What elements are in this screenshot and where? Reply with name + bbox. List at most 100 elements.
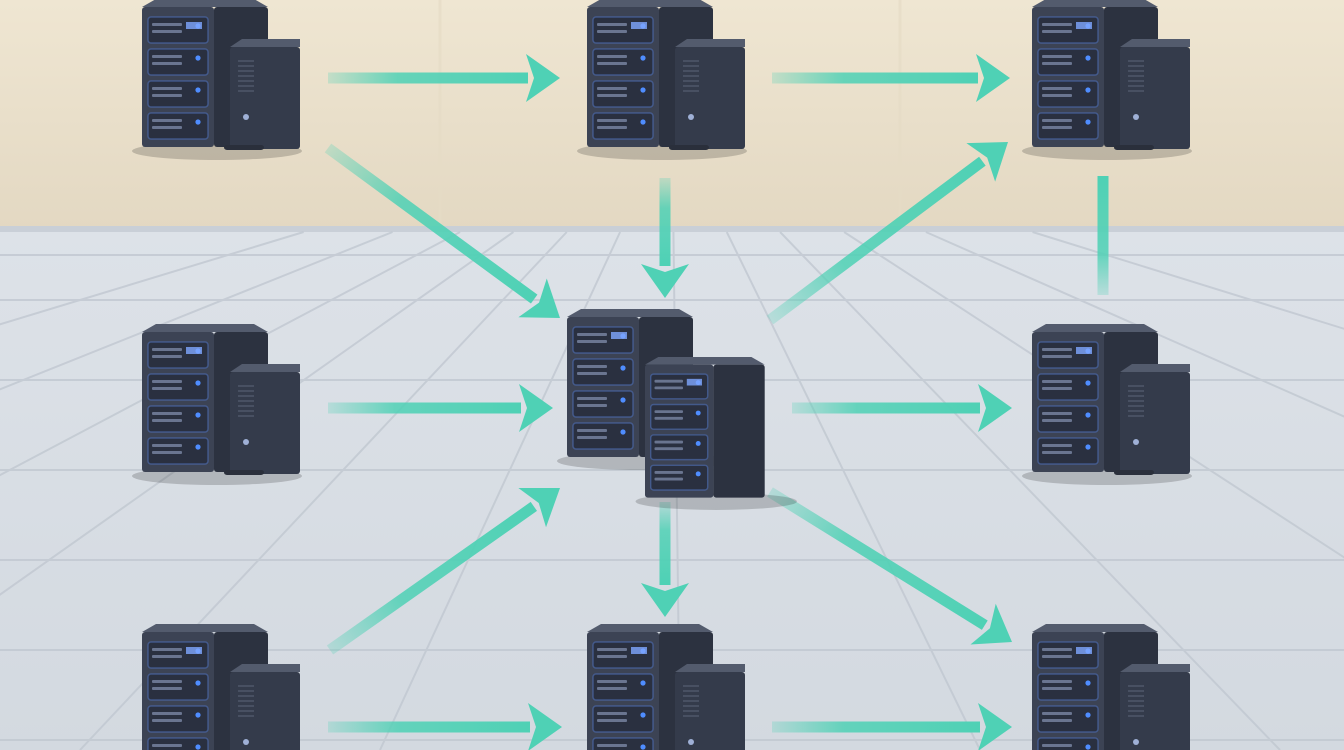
mini-tower-case — [230, 372, 300, 474]
drive-slot — [152, 62, 182, 65]
drive-slot — [577, 340, 607, 343]
status-led — [695, 410, 701, 416]
drive-slot — [1042, 87, 1072, 90]
arrow-top-left-to-center-hub — [324, 143, 560, 318]
status-led — [195, 712, 201, 718]
drive-slot — [597, 30, 627, 33]
mini-tower-case — [675, 47, 745, 149]
server-top — [645, 357, 765, 365]
server-bottom-left — [142, 624, 300, 750]
server-top — [1032, 0, 1158, 7]
led-display — [1076, 647, 1092, 654]
drive-slot — [1042, 126, 1072, 129]
drive-slot — [597, 680, 627, 683]
tower-top — [1120, 364, 1190, 372]
drive-slot — [152, 387, 182, 390]
drive-slot — [152, 655, 182, 658]
status-led — [640, 680, 646, 686]
status-led — [1085, 87, 1091, 93]
drive-slot — [1042, 451, 1072, 454]
status-led — [1085, 119, 1091, 125]
status-led — [695, 471, 701, 477]
led-display — [631, 22, 647, 29]
arrow-center-hub-to-bottom-center — [641, 502, 689, 617]
drive-slot — [152, 348, 182, 351]
drive-slot — [597, 126, 627, 129]
drive-slot — [577, 372, 607, 375]
drive-slot — [577, 365, 607, 368]
power-button — [688, 739, 694, 745]
led-display — [611, 332, 627, 339]
arrow-center-hub-to-bottom-right — [767, 487, 1012, 645]
tower-top — [675, 39, 745, 47]
status-led — [195, 55, 201, 61]
server-top — [142, 0, 268, 7]
drive-slot — [597, 55, 627, 58]
drive-slot — [152, 55, 182, 58]
status-led — [195, 119, 201, 125]
status-led — [1085, 55, 1091, 61]
floor-tile-line — [925, 231, 1344, 418]
tower-top — [230, 39, 300, 47]
drive-slot — [1042, 380, 1072, 383]
arrow-shaft — [324, 143, 538, 304]
wall-seams — [438, 0, 902, 226]
arrow-head — [518, 487, 560, 528]
arrow-shaft — [767, 487, 988, 630]
drive-slot — [597, 119, 627, 122]
arrow-bottom-left-to-bottom-center — [328, 703, 562, 750]
led-display — [186, 22, 202, 29]
drive-slot — [152, 687, 182, 690]
drive-slot — [597, 648, 627, 651]
drive-slot — [1042, 30, 1072, 33]
baseboard — [0, 226, 1344, 232]
drive-slot — [597, 62, 627, 65]
drive-slot — [577, 333, 607, 336]
drive-slot — [597, 719, 627, 722]
status-led — [195, 444, 201, 450]
tower-top — [1120, 39, 1190, 47]
drive-slot — [152, 126, 182, 129]
server-top — [587, 0, 713, 7]
drive-slot — [152, 355, 182, 358]
arrow-head — [641, 264, 689, 298]
drive-slot — [1042, 94, 1072, 97]
server-top — [567, 309, 693, 317]
drive-slot — [152, 680, 182, 683]
drive-slot — [152, 87, 182, 90]
drive-slot — [1042, 687, 1072, 690]
server-top — [142, 324, 268, 332]
status-led — [1085, 380, 1091, 386]
arrow-head — [641, 583, 689, 617]
server-center-hub — [557, 309, 797, 510]
status-led — [640, 712, 646, 718]
status-led — [1085, 680, 1091, 686]
drive-slot — [1042, 348, 1072, 351]
drive-slot — [1042, 62, 1072, 65]
drive-slot — [1042, 412, 1072, 415]
led-display — [186, 347, 202, 354]
drive-slot — [654, 386, 683, 390]
drive-slot — [597, 23, 627, 26]
server-top-center — [577, 0, 747, 160]
arrow-middle-left-to-center-hub — [328, 384, 553, 432]
arrow-top-left-to-top-center — [328, 54, 560, 102]
arrow-head — [978, 384, 1012, 432]
drive-slot — [577, 404, 607, 407]
server-bottom-right — [1032, 624, 1190, 750]
status-led — [620, 365, 626, 371]
server-top — [1032, 624, 1158, 632]
drive-slot — [654, 447, 683, 451]
status-led — [640, 87, 646, 93]
drive-slot — [1042, 355, 1072, 358]
drive-slot — [654, 440, 683, 444]
tower-top — [230, 664, 300, 672]
status-led — [1085, 744, 1091, 750]
power-button — [243, 739, 249, 745]
drive-slot — [1042, 712, 1072, 715]
power-button — [1133, 439, 1139, 445]
mini-tower-case — [1120, 372, 1190, 474]
drive-slot — [152, 451, 182, 454]
drive-slot — [1042, 744, 1072, 747]
